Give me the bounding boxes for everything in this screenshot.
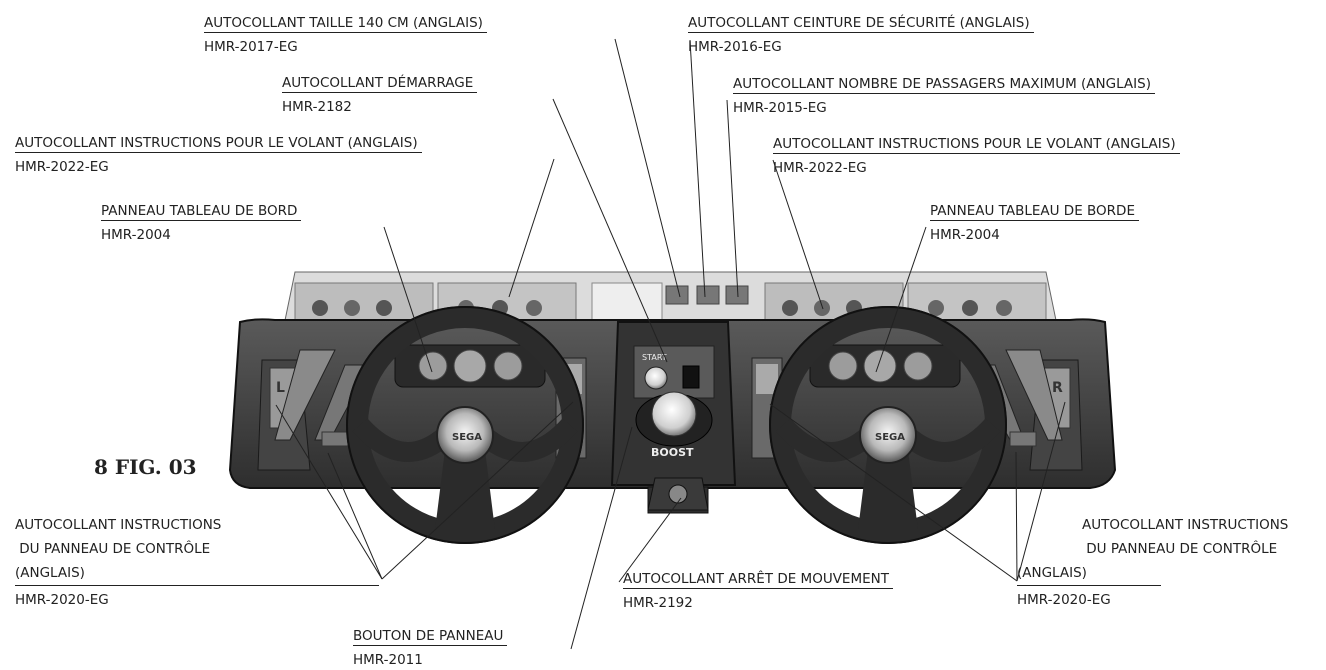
label-wheel-instructions-right: AUTOCOLLANT INSTRUCTIONS POUR LE VOLANT … <box>773 135 1180 177</box>
label-wheel-instructions-right-title: AUTOCOLLANT INSTRUCTIONS POUR LE VOLANT … <box>773 135 1180 154</box>
label-cp-right-line1: AUTOCOLLANT INSTRUCTIONS <box>1082 517 1289 533</box>
figure-label: 8 FIG. 03 <box>94 455 197 479</box>
label-seatbelt-sticker-title: AUTOCOLLANT CEINTURE DE SÉCURITÉ (ANGLAI… <box>688 14 1034 33</box>
label-start-sticker: AUTOCOLLANT DÉMARRAGE HMR-2182 <box>282 74 478 116</box>
label-height-sticker-title: AUTOCOLLANT TAILLE 140 CM (ANGLAIS) <box>204 14 487 33</box>
label-dashboard-panel-left: PANNEAU TABLEAU DE BORD HMR-2004 <box>101 202 302 244</box>
label-cp-left-line2: DU PANNEAU DE CONTRÔLE <box>15 541 211 557</box>
leader-lines <box>275 38 1066 650</box>
label-dashboard-panel-right-title: PANNEAU TABLEAU DE BORDE <box>930 202 1139 221</box>
label-seatbelt-sticker: AUTOCOLLANT CEINTURE DE SÉCURITÉ (ANGLAI… <box>688 14 1034 56</box>
label-panel-button-code: HMR-2011 <box>353 652 423 668</box>
brand-logo-left: SEGA <box>452 432 482 443</box>
side-letter-left: L <box>276 380 285 396</box>
label-control-panel-instructions-left: AUTOCOLLANT INSTRUCTIONS DU PANNEAU DE C… <box>15 513 379 612</box>
start-text: START <box>642 353 667 362</box>
label-dashboard-panel-left-code: HMR-2004 <box>101 227 171 243</box>
label-panel-button: BOUTON DE PANNEAU HMR-2011 <box>353 627 508 669</box>
label-start-sticker-code: HMR-2182 <box>282 99 352 115</box>
label-max-passengers-sticker-title: AUTOCOLLANT NOMBRE DE PASSAGERS MAXIMUM … <box>733 75 1155 94</box>
label-cp-right-code: HMR-2020-EG <box>1017 592 1111 608</box>
label-cp-left-code: HMR-2020-EG <box>15 592 109 608</box>
steering-wheel-left[interactable]: SEGA <box>346 306 584 544</box>
motion-stop-button[interactable] <box>668 484 688 504</box>
label-wheel-instructions-right-code: HMR-2022-EG <box>773 160 867 176</box>
brand-logo-right: SEGA <box>875 432 905 443</box>
label-start-sticker-title: AUTOCOLLANT DÉMARRAGE <box>282 74 478 93</box>
label-motion-stop-sticker: AUTOCOLLANT ARRÊT DE MOUVEMENT HMR-2192 <box>623 570 893 612</box>
label-motion-stop-sticker-code: HMR-2192 <box>623 595 693 611</box>
label-panel-button-title: BOUTON DE PANNEAU <box>353 627 508 646</box>
label-wheel-instructions-left: AUTOCOLLANT INSTRUCTIONS POUR LE VOLANT … <box>15 134 422 176</box>
label-cp-left-line3: (ANGLAIS) <box>15 561 379 586</box>
view-change-switch[interactable] <box>682 365 700 389</box>
label-dashboard-panel-left-title: PANNEAU TABLEAU DE BORD <box>101 202 302 221</box>
label-control-panel-instructions-right: AUTOCOLLANT INSTRUCTIONS DU PANNEAU DE C… <box>1017 513 1288 612</box>
label-cp-left-line1: AUTOCOLLANT INSTRUCTIONS <box>15 517 222 533</box>
start-button[interactable] <box>644 366 668 390</box>
boost-text: BOOST <box>651 446 694 459</box>
side-letter-right: R <box>1052 380 1063 396</box>
label-height-sticker: AUTOCOLLANT TAILLE 140 CM (ANGLAIS) HMR-… <box>204 14 487 56</box>
steering-wheel-right[interactable]: SEGA <box>769 306 1007 544</box>
label-wheel-instructions-left-title: AUTOCOLLANT INSTRUCTIONS POUR LE VOLANT … <box>15 134 422 153</box>
label-max-passengers-sticker: AUTOCOLLANT NOMBRE DE PASSAGERS MAXIMUM … <box>733 75 1155 117</box>
label-cp-right-line3: (ANGLAIS) <box>1017 561 1161 586</box>
label-dashboard-panel-right: PANNEAU TABLEAU DE BORDE HMR-2004 <box>930 202 1139 244</box>
label-seatbelt-sticker-code: HMR-2016-EG <box>688 39 782 55</box>
boost-knob[interactable] <box>651 391 697 437</box>
label-height-sticker-code: HMR-2017-EG <box>204 39 298 55</box>
label-cp-right-line2: DU PANNEAU DE CONTRÔLE <box>1082 541 1278 557</box>
label-dashboard-panel-right-code: HMR-2004 <box>930 227 1000 243</box>
label-wheel-instructions-left-code: HMR-2022-EG <box>15 159 109 175</box>
center-console: START BOOST <box>610 321 737 514</box>
label-max-passengers-sticker-code: HMR-2015-EG <box>733 100 827 116</box>
label-motion-stop-sticker-title: AUTOCOLLANT ARRÊT DE MOUVEMENT <box>623 570 893 589</box>
